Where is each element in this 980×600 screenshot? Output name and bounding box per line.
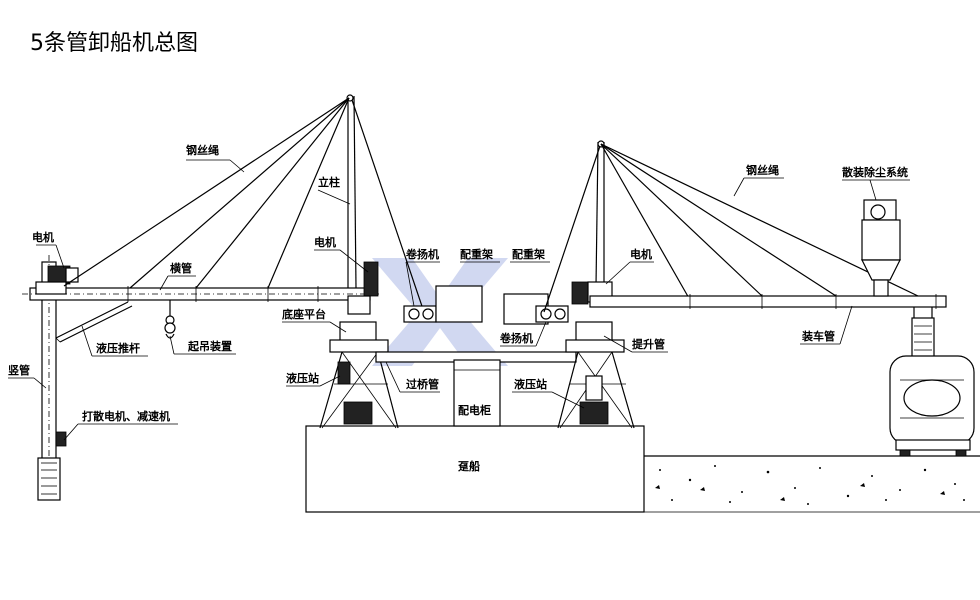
label-dust-system: 散装除尘系统 — [842, 165, 908, 179]
label-counterweight-right: 配重架 — [512, 247, 545, 261]
label-lifting-device: 起吊装置 — [187, 339, 232, 353]
right-tower — [557, 321, 635, 429]
label-vertical-pipe: 竖管 — [8, 363, 30, 377]
label-hydraulic-station-right: 液压站 — [514, 377, 547, 391]
label-counterweight-left: 配重架 — [460, 247, 493, 261]
left-boom — [22, 265, 380, 302]
label-hydraulic-station-left: 液压站 — [286, 371, 319, 385]
hydraulic-cylinder — [55, 301, 133, 343]
label-dispersing-motor: 打散电机、减速机 — [82, 409, 170, 423]
label-wire-rope-left: 钢丝绳 — [186, 143, 219, 157]
right-boom — [589, 294, 947, 309]
label-column: 立柱 — [318, 175, 340, 189]
left-winch — [403, 305, 437, 323]
label-lift-pipe: 提升管 — [632, 337, 665, 351]
label-ship: 趸船 — [457, 459, 480, 473]
leader-lines — [8, 159, 910, 441]
label-power-cabinet: 配电柜 — [458, 403, 491, 417]
dust-collection-system — [861, 199, 901, 297]
tanker-truck — [889, 355, 975, 457]
label-bridge-pipe: 过桥管 — [406, 377, 439, 391]
left-mast-motor — [347, 261, 379, 315]
label-winch-bottom: 卷扬机 — [499, 331, 533, 345]
drawing-title: 5条管卸船机总图 — [30, 31, 198, 56]
ground — [644, 455, 980, 513]
right-winch — [535, 305, 569, 323]
label-motor-right: 电机 — [630, 247, 652, 261]
left-counterweight — [435, 285, 483, 323]
label-motor-mid: 电机 — [314, 235, 336, 249]
label-motor-left-top: 电机 — [32, 230, 54, 244]
power-cabinet — [453, 359, 501, 427]
label-base-platform: 底座平台 — [282, 307, 326, 321]
left-wire-ropes — [63, 97, 350, 289]
label-crossbar: 横管 — [170, 261, 192, 275]
label-wire-rope-right: 钢丝绳 — [746, 163, 779, 177]
left-tower — [319, 321, 399, 429]
left-mast — [346, 94, 427, 319]
right-wire-ropes — [600, 143, 919, 301]
loading-pipe — [911, 307, 935, 359]
lifting-device — [164, 300, 176, 339]
barge — [305, 425, 645, 513]
label-hydraulic-cylinder: 液压推杆 — [96, 341, 140, 355]
right-mast — [543, 140, 605, 313]
label-winch-top: 卷扬机 — [405, 247, 439, 261]
label-loading-pipe: 装车管 — [801, 329, 835, 343]
